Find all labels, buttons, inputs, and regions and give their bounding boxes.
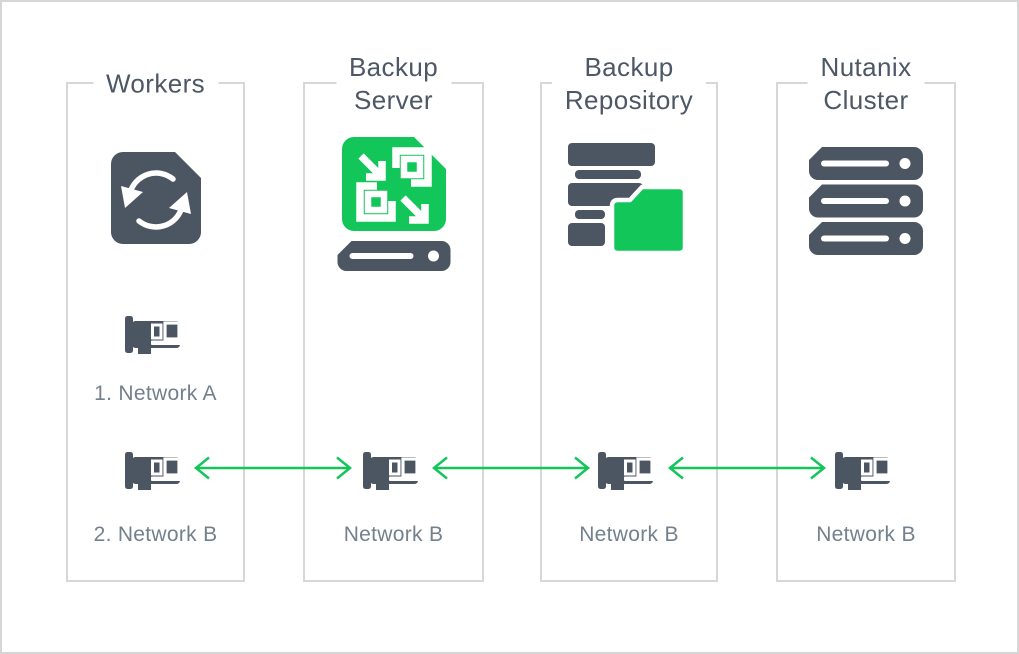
network-b-label: 2. Network B [93,523,218,546]
network-card-b-icon [124,451,187,501]
server-node-icon [809,184,923,218]
network-b-label: Network B [343,523,444,546]
column-workers: Workers 1. Network A [66,67,245,582]
bidirectional-arrow-workers-backupserver [192,454,354,482]
server-cluster-icon [809,147,923,255]
column-title: Nutanix Cluster [807,51,925,117]
column-nutanix-cluster: Nutanix Cluster [776,51,956,582]
network-b-label: Network B [816,523,916,546]
network-card-b-icon [598,451,660,501]
server-node-icon [809,222,923,255]
network-card-a-icon [124,315,187,365]
backup-server-icon [341,137,446,231]
column-title: Workers [92,67,219,101]
backup-repository-icon [568,143,690,256]
network-a-label: 1. Network A [94,382,217,405]
column-title: Backup Repository [551,51,707,117]
network-b-label: Network B [579,523,679,546]
folder-icon [609,184,688,256]
server-node-icon [809,147,923,180]
column-backup-repository: Backup Repository Network B [540,51,718,582]
column-backup-server: Backup Server [303,51,484,582]
network-card-b-icon [362,451,425,501]
disk-drive-icon [337,241,450,271]
sync-document-icon [110,152,201,244]
network-card-b-icon [835,451,897,501]
bidirectional-arrow-backupserver-repository [430,454,592,482]
column-title: Backup Server [335,51,452,117]
bidirectional-arrow-repository-cluster [666,454,828,482]
